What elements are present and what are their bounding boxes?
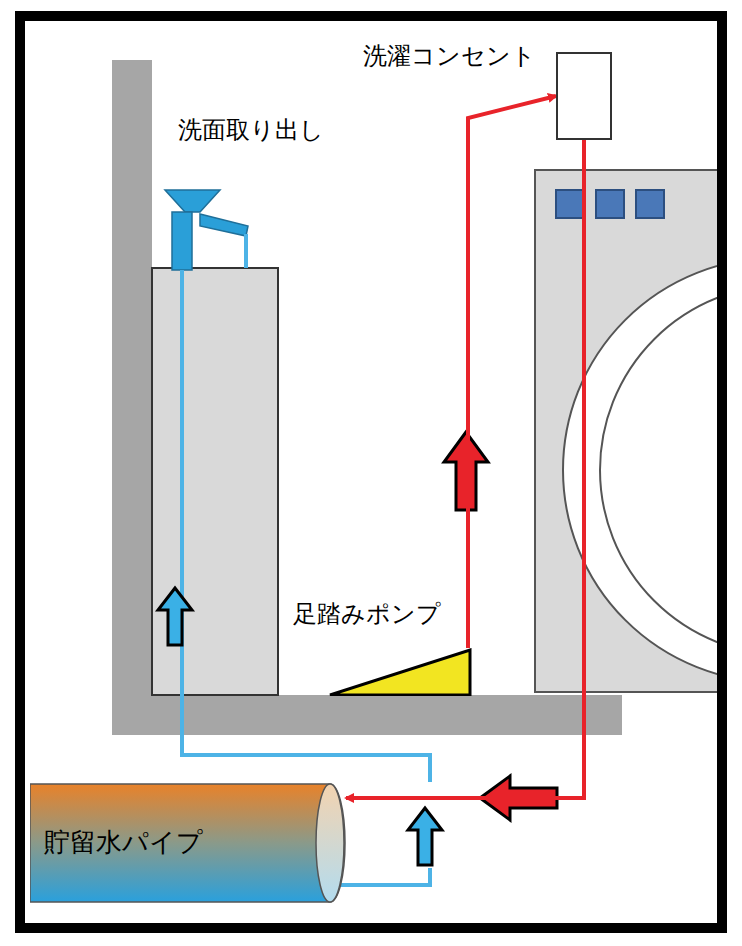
frame xyxy=(20,16,722,928)
power-cord xyxy=(468,96,556,648)
flow-arrow xyxy=(408,808,442,865)
water-line xyxy=(332,868,430,885)
washing-machine xyxy=(535,170,717,692)
flow-arrow xyxy=(158,588,192,645)
outlet-box-shape xyxy=(556,52,612,140)
part-name: 洗濯コンセント xyxy=(363,42,536,71)
storage-pipe: 貯留水パイプ xyxy=(30,780,346,906)
power-cord xyxy=(346,140,584,798)
part-name: 足踏みポンプ xyxy=(293,600,441,629)
wall xyxy=(112,60,622,735)
vanity-cabinet xyxy=(152,268,278,695)
foot-pump: 足踏みポンプ xyxy=(328,648,472,696)
water-line xyxy=(182,270,430,782)
outlet-box: 洗濯コンセント xyxy=(556,52,612,140)
pipe-label: 貯留水パイプ xyxy=(44,827,203,858)
foot-pump-shape xyxy=(328,648,472,696)
faucet xyxy=(165,190,248,270)
faucet-label: 洗面取り出し xyxy=(178,116,324,145)
